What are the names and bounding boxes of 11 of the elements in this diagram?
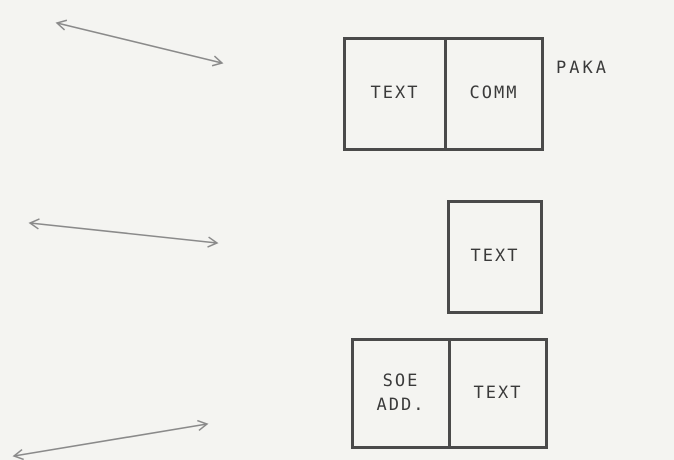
sketch-box (448, 338, 548, 449)
box-label: COMM (470, 82, 518, 106)
sketch-box (351, 338, 451, 449)
box-label: TEXT (370, 82, 420, 106)
box-label: SOE ADD. (376, 370, 426, 416)
side-note: PAKA (556, 58, 609, 78)
box-label: TEXT (474, 382, 522, 405)
sketch-box (444, 37, 544, 151)
sketch-box (343, 37, 447, 151)
sketch-box (447, 200, 543, 314)
box-label: TEXT (470, 245, 520, 268)
